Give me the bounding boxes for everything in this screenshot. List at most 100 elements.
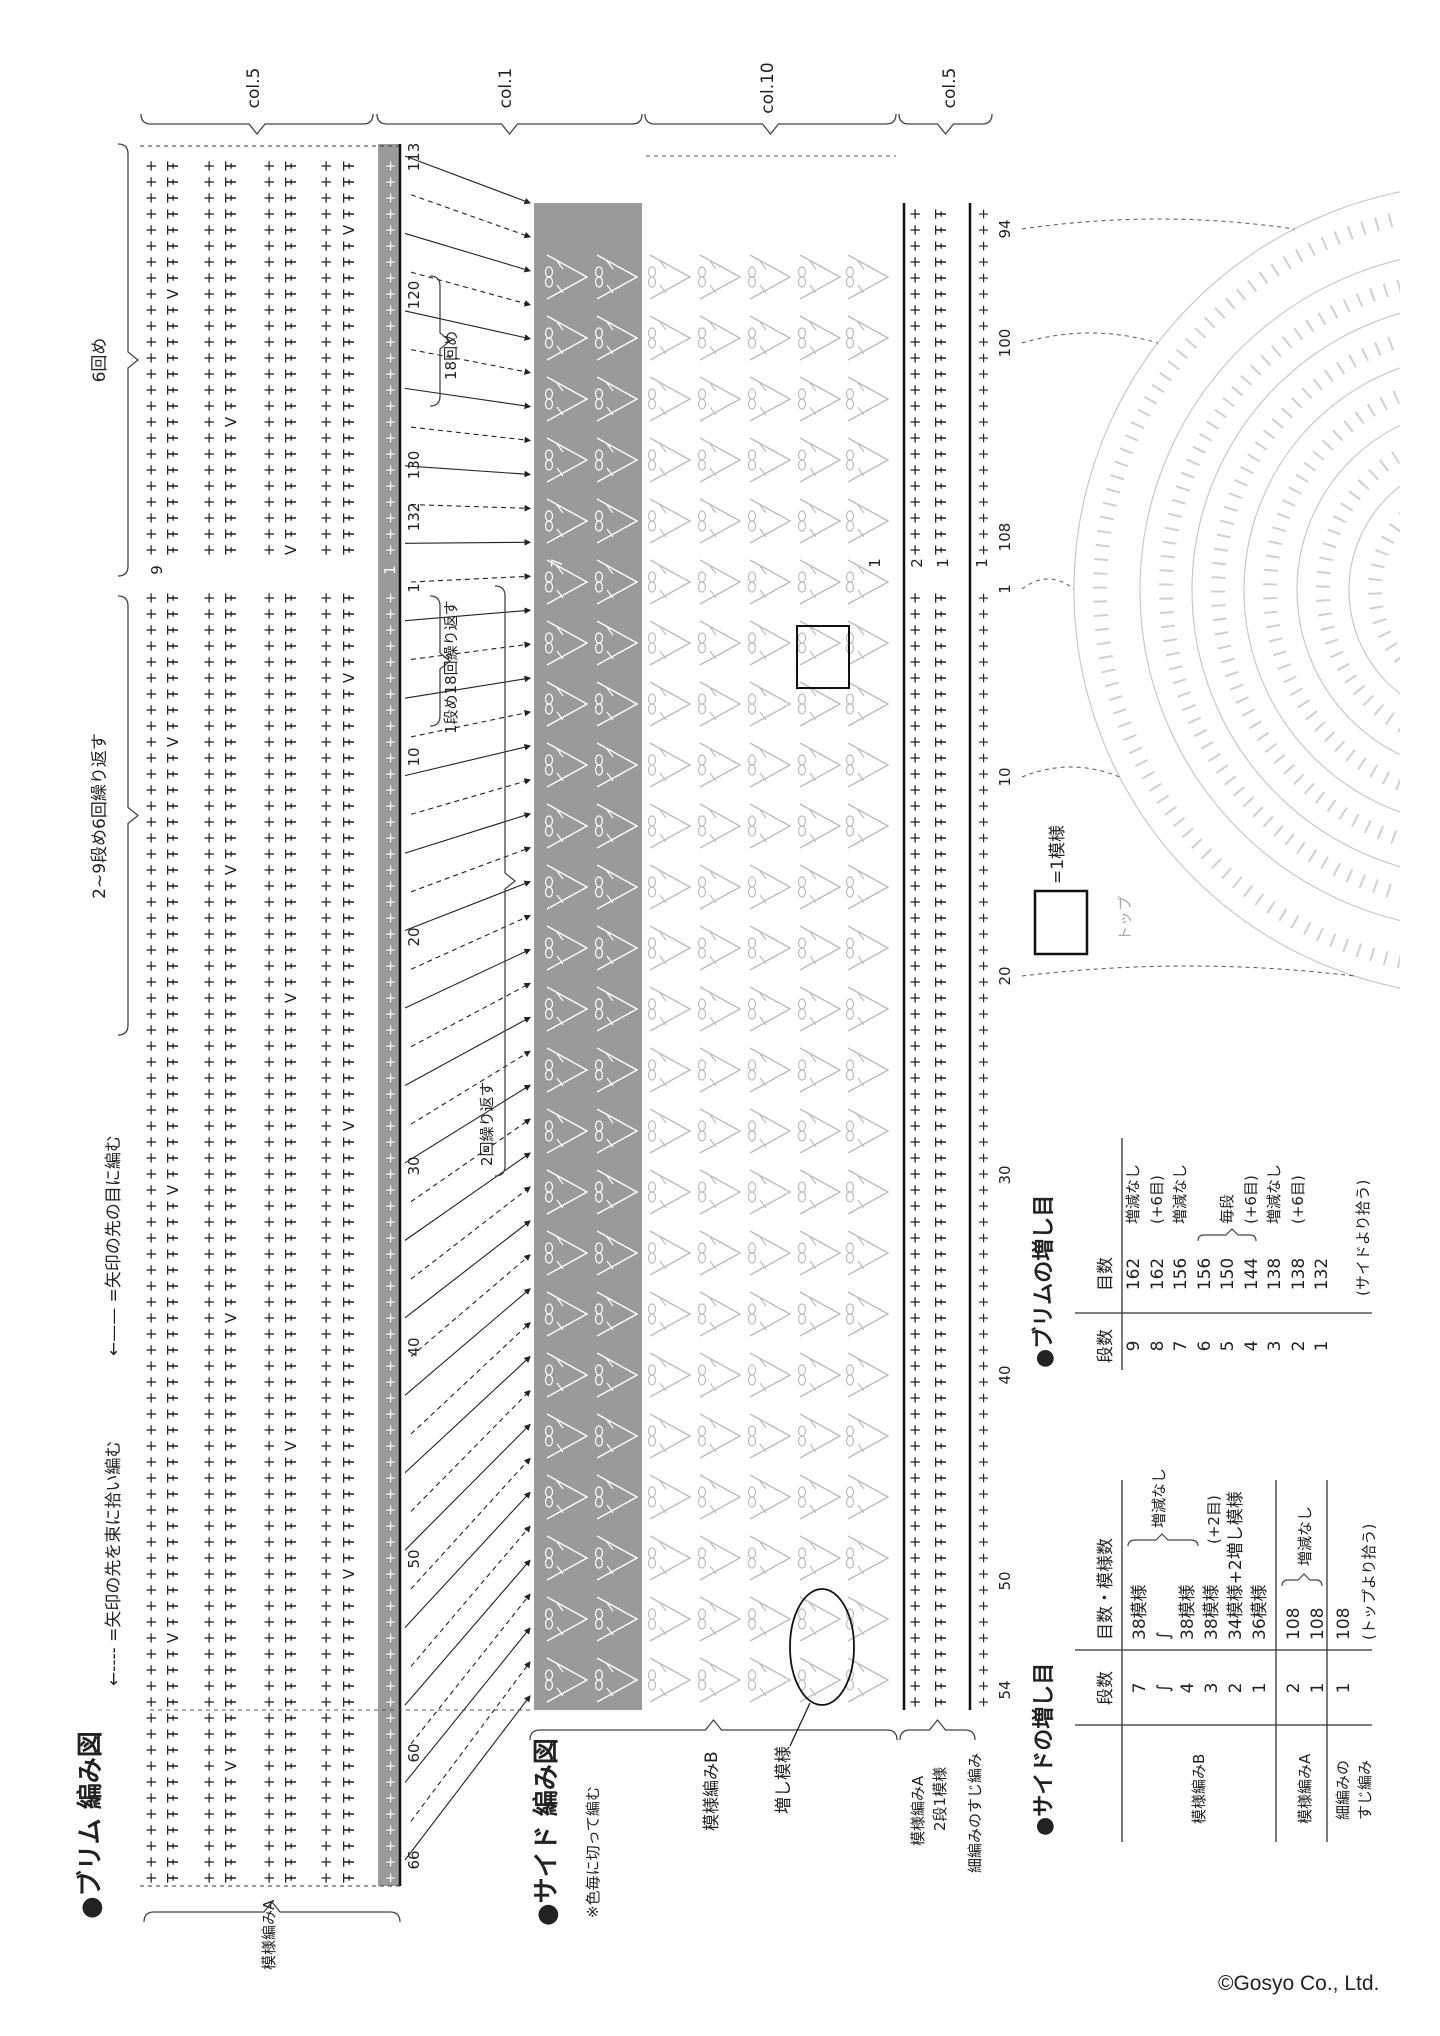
stitch-tick bbox=[709, 467, 717, 477]
stitch-symbol: Ŧ bbox=[282, 273, 300, 284]
stitch-symbol: + bbox=[260, 1184, 278, 1197]
chain-loop-icon bbox=[544, 510, 554, 522]
stitch-symbol: + bbox=[142, 544, 160, 557]
stitch-symbol: + bbox=[906, 976, 924, 989]
fan-stitch bbox=[847, 437, 890, 483]
stitch-symbol: + bbox=[383, 704, 399, 716]
stitch-tick bbox=[556, 1358, 564, 1368]
stitch-symbol: Ŧ bbox=[340, 945, 358, 956]
connector-dashed bbox=[1021, 578, 1075, 590]
chain-loop-icon bbox=[747, 510, 757, 522]
fan-stitch bbox=[596, 437, 639, 483]
stitch-symbol: + bbox=[906, 1360, 924, 1373]
side-band bbox=[534, 203, 642, 1710]
stitch-symbol: Ŧ bbox=[222, 1537, 240, 1548]
stitch-symbol: + bbox=[260, 1808, 278, 1821]
stitch-symbol: Ŧ bbox=[222, 1793, 240, 1804]
stitch-symbol: + bbox=[317, 1680, 335, 1693]
stitch-symbol: + bbox=[260, 1600, 278, 1613]
stitch-symbol: + bbox=[142, 1520, 160, 1533]
stitch-symbol: Ŧ bbox=[164, 1473, 182, 1484]
stitch-tick bbox=[659, 894, 667, 904]
stitch-tick bbox=[759, 1260, 767, 1270]
stitch-symbol: Ŧ bbox=[282, 465, 300, 476]
stitch-symbol: Ŧ bbox=[282, 1457, 300, 1468]
stitch-tick bbox=[659, 748, 667, 758]
stitch-tick bbox=[556, 1077, 564, 1087]
stitch-symbol: Ŧ bbox=[340, 257, 358, 268]
stitch-tick bbox=[857, 711, 865, 721]
brim-table-header-count: 目数 bbox=[1096, 1257, 1116, 1291]
stitch-symbol: Ŧ bbox=[340, 1873, 358, 1884]
chain-loop-icon bbox=[797, 388, 807, 400]
stitch-tick bbox=[709, 1443, 717, 1453]
arrow-line bbox=[404, 539, 532, 546]
stitch-symbol: Ŧ bbox=[164, 1713, 182, 1724]
fan-stitch bbox=[596, 1657, 639, 1703]
chain-loop-icon bbox=[797, 1130, 807, 1142]
stitch-symbol: + bbox=[260, 368, 278, 381]
stitch-symbol: + bbox=[906, 608, 924, 621]
stitch-symbol: + bbox=[976, 816, 992, 828]
stitch-symbol: + bbox=[976, 1600, 992, 1612]
stitch-symbol: Ŧ bbox=[282, 433, 300, 444]
stitch-symbol: Ŧ bbox=[932, 833, 950, 844]
stitch-symbol: + bbox=[142, 384, 160, 397]
stitch-symbol: + bbox=[200, 1344, 218, 1357]
stitch-symbol: + bbox=[906, 1136, 924, 1149]
stitch-symbol: Ŧ bbox=[340, 1393, 358, 1404]
stitch-symbol: + bbox=[200, 1712, 218, 1725]
stitch-symbol: Ŧ bbox=[340, 1553, 358, 1564]
stitch-symbol: + bbox=[906, 1520, 924, 1533]
stitch-tick bbox=[606, 345, 614, 355]
fan-stitch bbox=[699, 1230, 742, 1276]
stitch-symbol: Ŧ bbox=[222, 1249, 240, 1260]
stitch-tick bbox=[606, 894, 614, 904]
chain-loop-icon bbox=[544, 1242, 554, 1254]
stitch-symbol: V bbox=[282, 1440, 300, 1451]
stitch-symbol: Ŧ bbox=[164, 1153, 182, 1164]
chain-loop-icon bbox=[845, 1181, 855, 1193]
chain-loop-icon bbox=[845, 1374, 855, 1386]
stitch-tick bbox=[857, 1358, 865, 1368]
stitch-symbol: + bbox=[260, 480, 278, 493]
chain-loop-icon bbox=[544, 1059, 554, 1071]
stitch-tick bbox=[809, 894, 817, 904]
stitch-symbol: + bbox=[383, 1776, 399, 1788]
stitch-symbol: + bbox=[260, 896, 278, 909]
stitch-symbol: Ŧ bbox=[932, 817, 950, 828]
stitch-symbol: + bbox=[317, 608, 335, 621]
copyright: ©Gosyo Co., Ltd. bbox=[1218, 1972, 1380, 1995]
stitch-tick bbox=[659, 1053, 667, 1063]
fan-stitch bbox=[699, 1291, 742, 1337]
stitch-symbol: + bbox=[976, 240, 992, 252]
stitch-symbol: + bbox=[383, 1216, 399, 1228]
stitch-tick bbox=[556, 467, 564, 477]
stitch-tick bbox=[857, 467, 865, 477]
stitch-symbol: + bbox=[142, 752, 160, 765]
connector-dashed bbox=[1021, 218, 1295, 230]
stitch-symbol: + bbox=[906, 992, 924, 1005]
stitch-symbol: Ŧ bbox=[340, 1009, 358, 1020]
fan-stitch bbox=[649, 1047, 692, 1093]
stitch-symbol: Ŧ bbox=[222, 657, 240, 668]
chain-loop-icon bbox=[797, 1374, 807, 1386]
stitch-tick bbox=[659, 406, 667, 416]
fan-stitch bbox=[699, 1169, 742, 1215]
stitch-symbol: + bbox=[976, 352, 992, 364]
stitch-symbol: Ŧ bbox=[164, 353, 182, 364]
note-repeat-2: 2回繰り返す bbox=[478, 1081, 496, 1166]
stitch-symbol: + bbox=[142, 304, 160, 317]
stitch-tick bbox=[857, 1016, 865, 1026]
stitch-symbol: Ŧ bbox=[282, 1841, 300, 1852]
fan-stitch bbox=[847, 1474, 890, 1520]
stitch-tick bbox=[556, 931, 564, 941]
fan-stitch bbox=[649, 437, 692, 483]
fan-stitch bbox=[799, 559, 842, 605]
brim-table-stitch-count: 150 bbox=[1218, 1257, 1238, 1291]
stitch-symbol: Ŧ bbox=[164, 545, 182, 556]
stitch-symbol: + bbox=[200, 272, 218, 285]
stitch-symbol: + bbox=[383, 864, 399, 876]
stitch-symbol: + bbox=[383, 1376, 399, 1388]
stitch-symbol: + bbox=[317, 352, 335, 365]
